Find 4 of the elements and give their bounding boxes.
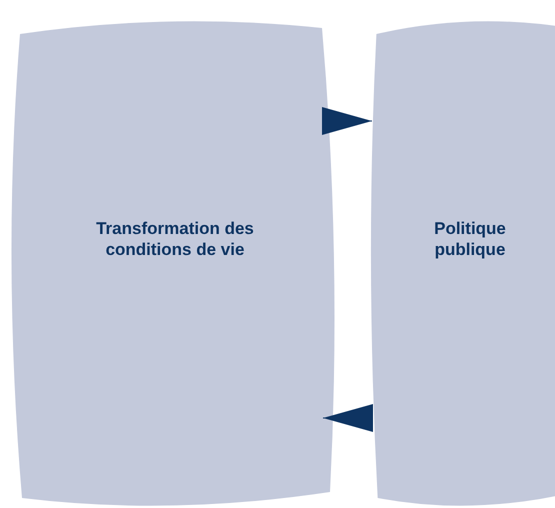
panel-label: Transformation des conditions de vie [95,218,255,260]
panel-label: Politique publique [433,218,507,260]
arrow [322,404,373,432]
arrow [322,107,372,135]
